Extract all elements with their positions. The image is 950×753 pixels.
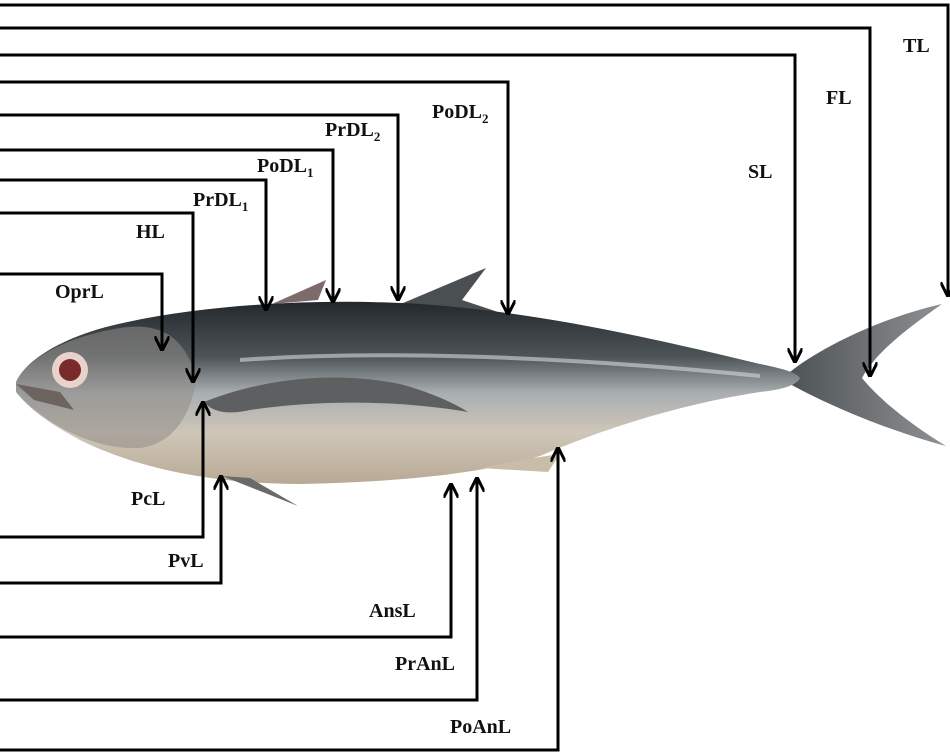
- label-oprl: OprL: [55, 281, 104, 303]
- label-pvl: PvL: [168, 550, 204, 572]
- label-prdl1-sub: 1: [242, 199, 249, 214]
- label-sl: SL: [748, 161, 772, 183]
- label-hl: HL: [136, 221, 165, 243]
- fish-head: [16, 327, 196, 448]
- label-tl: TL: [903, 35, 930, 57]
- label-pranl: PrAnL: [395, 653, 455, 675]
- label-prdl2: PrDL2: [325, 119, 380, 144]
- label-prdl2-sub: 2: [374, 129, 381, 144]
- label-poanl: PoAnL: [450, 716, 511, 738]
- label-prdl2-main: PrDL: [325, 119, 374, 141]
- label-pcl: PcL: [131, 488, 165, 510]
- label-podl2: PoDL2: [432, 101, 489, 126]
- label-podl2-sub: 2: [482, 111, 489, 126]
- fish-illustration: [16, 268, 946, 506]
- label-podl1-sub: 1: [307, 165, 314, 180]
- label-podl1-main: PoDL: [257, 155, 307, 177]
- caudal-fin: [790, 304, 946, 446]
- label-fl: FL: [826, 87, 852, 109]
- label-podl2-main: PoDL: [432, 101, 482, 123]
- label-podl1: PoDL1: [257, 155, 314, 180]
- first-dorsal-fin: [272, 280, 326, 304]
- label-prdl1: PrDL1: [193, 189, 248, 214]
- fish-pupil: [59, 359, 81, 381]
- label-prdl1-main: PrDL: [193, 189, 242, 211]
- label-ansl: AnsL: [369, 600, 416, 622]
